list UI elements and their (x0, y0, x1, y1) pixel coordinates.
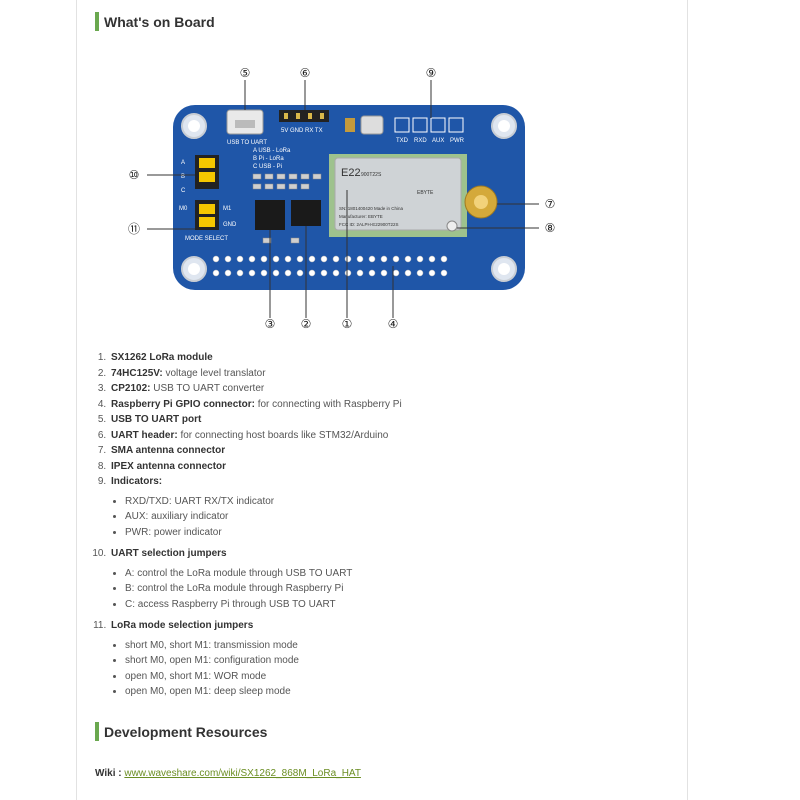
feature-name: Raspberry Pi GPIO connector: (111, 398, 255, 410)
feature-desc: USB TO UART converter (150, 383, 265, 394)
module-maker: Manufacturer: EBYTE (339, 214, 383, 219)
sub-list-item: AUX: auxiliary indicator (125, 509, 669, 525)
callout-4: ④ (387, 317, 399, 331)
feature-name: Indicators: (111, 476, 163, 487)
content-frame: What's on Board (76, 0, 688, 800)
feature-desc: voltage level translator (162, 367, 266, 379)
list-item: Raspberry Pi GPIO connector: for connect… (109, 397, 669, 413)
feature-list: SX1262 LoRa module 74HC125V: voltage lev… (77, 350, 669, 706)
section-title: Development Resources (104, 723, 268, 740)
m0-label: M0 (179, 206, 188, 212)
74hc125v-chip (291, 200, 321, 226)
sub-list-item: short M0, short M1: transmission mode (125, 638, 669, 654)
cp2102-chip (255, 200, 285, 230)
list-item: UART selection jumpers A: control the Lo… (109, 546, 669, 612)
lora-mode-sublist: short M0, short M1: transmission mode sh… (111, 638, 669, 700)
callout-7: ⑦ (544, 197, 556, 211)
jumper-table-c: C USB - Pi (253, 164, 282, 170)
sub-list-item: RXD/TXD: UART RX/TX indicator (125, 494, 669, 510)
mode-select-label: MODE SELECT (185, 236, 228, 242)
uart-jumper-sublist: A: control the LoRa module through USB T… (111, 566, 669, 613)
sub-list-item: PWR: power indicator (125, 525, 669, 541)
jumper-letter-b: B (181, 174, 185, 180)
heading-accent-bar (95, 12, 99, 31)
led-label-aux: AUX (432, 138, 444, 144)
led-label-rxd: RXD (414, 138, 427, 144)
list-item: IPEX antenna connector (109, 459, 669, 475)
feature-name: UART header: (111, 429, 178, 441)
sub-list-item: open M0, short M1: WOR mode (125, 669, 669, 685)
section-title: What's on Board (104, 13, 215, 30)
callout-5: ⑤ (239, 66, 251, 80)
section-heading-development-resources: Development Resources (95, 722, 267, 741)
jumper-table-a: A USB - LoRa (253, 148, 291, 154)
callout-1: ① (341, 317, 353, 331)
gnd-label: GND (223, 222, 237, 228)
list-item: SX1262 LoRa module (109, 350, 669, 366)
usb-to-uart-label: USB TO UART (227, 140, 267, 146)
module-fcc: FCC ID: 2ALPH-E22900T22S (339, 222, 399, 227)
m1-label: M1 (223, 206, 232, 212)
feature-name: CP2102: (111, 383, 151, 394)
feature-name: IPEX antenna connector (111, 460, 227, 472)
jumper-letter-c: C (181, 188, 186, 194)
callout-6: ⑥ (299, 66, 311, 80)
feature-desc: for connecting host boards like STM32/Ar… (177, 429, 389, 441)
jumper-letter-a: A (181, 160, 185, 166)
heading-accent-bar (95, 722, 99, 741)
feature-name: SX1262 LoRa module (111, 352, 213, 363)
sub-list-item: B: control the LoRa module through Raspb… (125, 581, 669, 597)
list-item: UART header: for connecting host boards … (109, 428, 669, 444)
callout-11: ⑪ (127, 222, 140, 236)
ipex-connector (446, 220, 458, 232)
wiki-link[interactable]: www.waveshare.com/wiki/SX1262_868M_LoRa_… (124, 768, 361, 779)
feature-desc: for connecting with Raspberry Pi (254, 398, 402, 410)
list-item: CP2102: USB TO UART converter (109, 381, 669, 397)
list-item: Indicators: RXD/TXD: UART RX/TX indicato… (109, 474, 669, 540)
sub-list-item: open M0, open M1: deep sleep mode (125, 684, 669, 700)
list-item: SMA antenna connector (109, 443, 669, 459)
list-item: USB TO UART port (109, 412, 669, 428)
indicator-sublist: RXD/TXD: UART RX/TX indicator AUX: auxil… (111, 494, 669, 541)
callout-9: ⑨ (425, 66, 437, 80)
callout-8: ⑧ (544, 221, 556, 235)
module-model: 900T22S (361, 172, 382, 178)
sub-list-item: short M0, open M1: configuration mode (125, 653, 669, 669)
sub-list-item: A: control the LoRa module through USB T… (125, 566, 669, 582)
board-image: USB TO UART 5V GND RX TX TXD RXD AUX PWR… (147, 80, 539, 318)
sub-list-item: C: access Raspberry Pi through USB TO UA… (125, 597, 669, 613)
section-heading-whats-on-board: What's on Board (95, 12, 215, 31)
wiki-line: Wiki : www.waveshare.com/wiki/SX1262_868… (95, 768, 361, 779)
module-title: E22 (341, 167, 361, 179)
callout-10: ⑩ (128, 168, 140, 182)
feature-name: SMA antenna connector (111, 445, 226, 456)
module-sn: SN: 1801400420 Made in China (339, 206, 404, 211)
list-item: LoRa mode selection jumpers short M0, sh… (109, 618, 669, 700)
uart-header-pins (279, 110, 329, 122)
feature-name: 74HC125V: (111, 367, 163, 379)
led-label-pwr: PWR (450, 138, 465, 144)
wiki-label: Wiki : (95, 768, 122, 779)
callout-2: ② (300, 317, 312, 331)
board-diagram: USB TO UART 5V GND RX TX TXD RXD AUX PWR… (77, 60, 689, 340)
feature-name: LoRa mode selection jumpers (111, 620, 254, 631)
feature-name: UART selection jumpers (111, 548, 227, 559)
module-brand: EBYTE (417, 190, 434, 196)
list-item: 74HC125V: voltage level translator (109, 366, 669, 382)
feature-name: USB TO UART port (111, 414, 202, 425)
callout-3: ③ (264, 317, 276, 331)
led-label-txd: TXD (396, 138, 409, 144)
lora-module-shield (334, 157, 462, 231)
header-label: 5V GND RX TX (281, 128, 323, 134)
jumper-table-b: B Pi - LoRa (253, 156, 284, 162)
